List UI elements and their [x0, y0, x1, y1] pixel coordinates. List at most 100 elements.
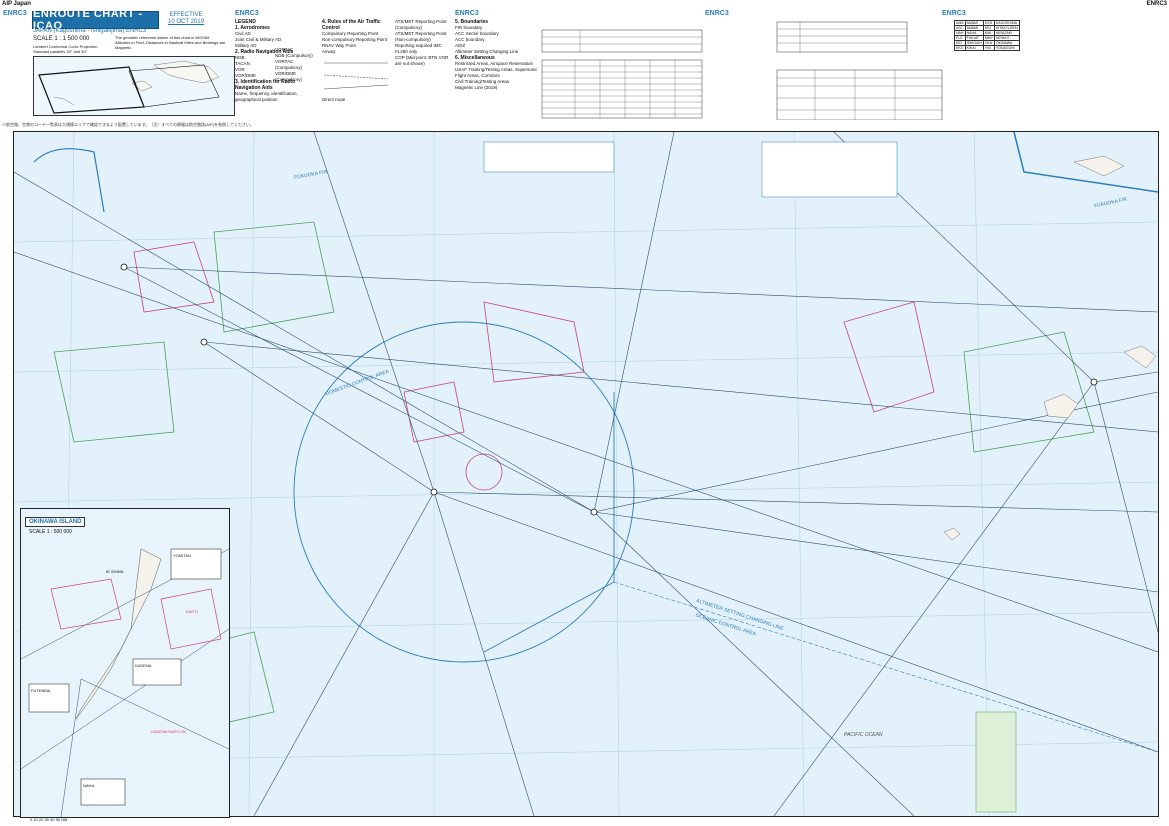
airway-symbol-samples: [323, 62, 389, 90]
legend-item: RNAV Way Point: [322, 43, 356, 48]
legend-section-2: 2. Radio Navigation Aids: [235, 49, 294, 55]
legend-section-1: 1. Aerodromes: [235, 25, 270, 31]
effective-label: EFFECTIVE: [169, 12, 203, 18]
enr-tag-legend: ENRC3: [235, 10, 259, 17]
name-cell: KAGOSHIMA: [993, 20, 1021, 26]
okinawa-label: KADENA RAPCON: [151, 729, 186, 734]
legend-item: Altimeter Setting Changing Line: [455, 49, 519, 54]
units-text: Altitudes in Feet, Distances in Nautical…: [115, 40, 226, 50]
navaid-symbols[interactable]: [120, 263, 1098, 516]
enr-label: ENRC3: [1146, 1, 1167, 7]
legend-item: VOR/DME (Compulsory): [275, 71, 303, 82]
legend-item: Civil AD: [235, 31, 251, 36]
code-cell: MMY: [982, 35, 995, 41]
legend-col-1: LEGEND 1. Aerodromes Civil AD Joint Civi…: [235, 10, 315, 103]
navaid-icon[interactable]: [590, 508, 598, 516]
frequency-table: [761, 141, 898, 198]
okinawa-svg: [21, 509, 229, 817]
legend-item: FIR boundary: [455, 25, 483, 30]
enroute-chart-map[interactable]: FUKUOKA FIR FUKUOKA FIR ALTIMETER SETTIN…: [13, 131, 1159, 817]
code-cell: KKX: [954, 45, 966, 51]
training-area-table: [975, 711, 1017, 813]
okinawa-title: OKINAWA ISLAND: [25, 517, 86, 527]
okinawa-label: KADENA: [135, 663, 152, 668]
navaid-icon[interactable]: [120, 263, 128, 271]
graticule: [14, 132, 1158, 816]
legend-item: Restricted Areas, Airspace Reservation: [455, 61, 534, 66]
cruising-altitude-area: [775, 20, 945, 121]
legend-col-2: 4. Rules of the Air Traffic Control Comp…: [322, 10, 392, 103]
enrc2-coverage-box: [128, 64, 220, 108]
fir-boundary: [1013, 132, 1158, 193]
legend-item: Reporting required IMC FL250 only: [395, 43, 442, 54]
ocean-label: PACIFIC OCEAN: [844, 732, 883, 738]
legend-section-5: 5. Boundaries: [455, 19, 489, 25]
reporting-tables-svg: [541, 29, 703, 119]
legend-item: Non-compulsory Reporting Point: [322, 37, 388, 42]
navaid-icon[interactable]: [200, 338, 208, 346]
chart-subtitle: JAPAN (Kagoshima - Ishigakijima) ENRC3: [33, 28, 147, 34]
ryukyu-islands: [53, 96, 75, 106]
legend-item: Joint Civil & Military AD: [235, 37, 282, 42]
altimeter-line: [613, 581, 1158, 753]
legend-item: Direct route: [322, 97, 346, 102]
legend-item: VORTAC: [275, 47, 294, 52]
legend-item: ADIZ: [455, 43, 466, 48]
cruising-altitude-svg: [776, 21, 943, 121]
islands: [943, 155, 1157, 541]
top-note: ※航空路、空港のコード一覧表は大規模エリアで確認できるよう配置しています。（注）…: [2, 122, 254, 127]
code-cell: YNI: [982, 45, 995, 51]
legend-item: VORTAC (Compulsory): [275, 59, 303, 70]
name-cell: KITAKYUSHU: [993, 25, 1021, 31]
geodetic-text: The geodetic reference datum of this cha…: [115, 35, 210, 40]
okinawa-label: YOMITAN: [173, 553, 191, 558]
legend-heading: LEGEND: [235, 19, 256, 25]
code-cell: AMA: [954, 20, 966, 26]
kyushu-landmass: [131, 80, 153, 92]
legend-section-4: 4. Rules of the Air Traffic Control: [322, 19, 381, 31]
legend-col-4: 5. Boundaries FIR boundary ACC Sector bo…: [455, 10, 540, 91]
legend-item: Airway: [322, 49, 336, 54]
chart-scale: SCALE 1 : 1 500 000: [33, 36, 90, 42]
legend-item: Magnetic Line (2019): [455, 85, 498, 90]
name-cell: KIKAI: [964, 45, 984, 51]
legend-item: ATS/MET Reporting Point (Non-compulsory): [395, 31, 447, 42]
restricted-areas: [133, 241, 935, 491]
legend-col-3: ATS/MET Reporting Point (Compulsory) ATS…: [395, 19, 453, 67]
legend-item: Military AD: [235, 43, 257, 48]
legend-item: VOR/DME: [235, 73, 257, 78]
legend-item: Civil Training/Testing Areas: [455, 79, 510, 84]
legend-item: ACC Sector boundary: [455, 31, 499, 36]
index-inset-map: [33, 56, 235, 116]
legend-item: USAF Training/Testing Areas, Supersonic …: [455, 67, 538, 78]
effective-date: 10 OCT 2019: [168, 19, 204, 25]
parallels-text: Standard parallels 30° and 40°: [33, 49, 88, 54]
legend-item: Name, frequency, identification, geograp…: [235, 91, 298, 102]
okinawa-inset[interactable]: OKINAWA ISLAND SCALE 1 : 500 000 YOMITAN…: [20, 508, 230, 818]
japan-landmass: [153, 60, 220, 84]
aip-label: AIP Japan: [2, 1, 31, 7]
frequency-table: [483, 141, 615, 173]
index-map-svg: [34, 57, 234, 115]
effective-block: EFFECTIVE 10 OCT 2019: [168, 12, 204, 26]
name-cell: ISHIGAKI: [964, 40, 984, 46]
okinawa-label: KAITO: [186, 609, 198, 614]
navaid-icon[interactable]: [1090, 378, 1098, 386]
legend-item: Compulsory Reporting Point: [322, 31, 379, 36]
legend-col-1b: VORTAC NDB (Compulsory) VORTAC (Compulso…: [275, 47, 317, 83]
projection-note: Lambert Conformal Conic Projection Stand…: [33, 44, 97, 54]
enr-tag-codes: ENRC3: [942, 10, 966, 17]
name-cell: YONAGUNI: [993, 45, 1021, 51]
legend-item: TACAN: [235, 61, 250, 66]
enr-tag-left: ENRC3: [3, 10, 27, 17]
navaid-icon[interactable]: [430, 488, 438, 496]
enr-tag-boundaries: ENRC3: [455, 10, 479, 17]
legend-item: ACC boundary: [455, 37, 485, 42]
geodetic-note: The geodetic reference datum of this cha…: [115, 35, 235, 50]
okinawa-scale: SCALE 1 : 500 000: [29, 529, 72, 535]
